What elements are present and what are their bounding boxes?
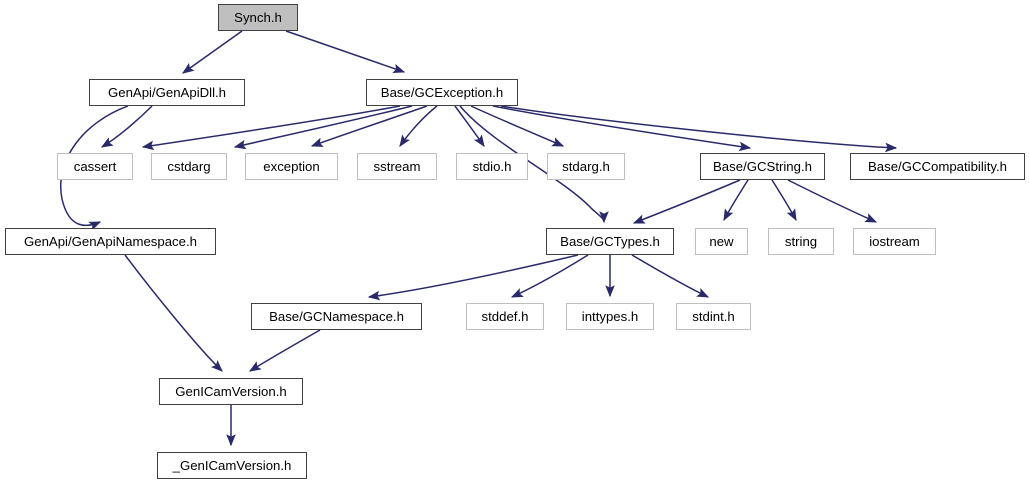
- graph-node-new[interactable]: new: [695, 228, 748, 255]
- graph-node-string[interactable]: string: [768, 228, 834, 255]
- graph-edge-gcstring-to-string: [771, 179, 797, 222]
- graph-edge-gctypes-to-stddef: [510, 254, 589, 298]
- graph-node-sstream[interactable]: sstream: [357, 153, 437, 180]
- graph-node-label: string: [784, 233, 818, 249]
- graph-edge-gcexception-to-gccompatibility: [500, 105, 898, 153]
- graph-node-label: Base/GCNamespace.h: [269, 308, 404, 324]
- graph-node-exception[interactable]: exception: [245, 153, 338, 180]
- graph-edge-gcexception-to-gcstring: [492, 105, 752, 152]
- graph-node-label: Base/GCTypes.h: [560, 233, 660, 249]
- graph-node-synch[interactable]: Synch.h: [218, 4, 298, 31]
- graph-edge-gcstring-to-new: [723, 179, 749, 222]
- graph-node-label: stdarg.h: [562, 158, 610, 174]
- graph-edge-gctypes-to-stdint: [631, 254, 710, 298]
- graph-node-stdarg[interactable]: stdarg.h: [547, 153, 625, 180]
- graph-node-genicamversion[interactable]: GenICamVersion.h: [159, 378, 303, 405]
- graph-node-label: GenApi/GenApiNamespace.h: [23, 233, 197, 249]
- graph-edge-gcexception-to-exception: [310, 105, 428, 147]
- graph-node-inttypes[interactable]: inttypes.h: [566, 303, 654, 330]
- graph-node-label: GenApi/GenApiDll.h: [107, 84, 227, 100]
- graph-node-genapinamespace[interactable]: GenApi/GenApiNamespace.h: [5, 228, 216, 255]
- graph-node-label: stddef.h: [481, 308, 529, 324]
- graph-edge-gcexception-to-stdarg: [470, 105, 565, 147]
- edges-group: [60, 30, 898, 447]
- graph-node-label: Base/GCCompatibility.h: [867, 158, 1007, 174]
- graph-node-label: GenICamVersion.h: [175, 383, 287, 399]
- graph-node-stddef[interactable]: stddef.h: [466, 303, 544, 330]
- graph-edge-gcnamespace-to-genicamversion: [248, 329, 321, 372]
- graph-node-iostream[interactable]: iostream: [853, 228, 936, 255]
- graph-edge-synch-to-gcexception: [285, 30, 406, 73]
- graph-node-gcexception[interactable]: Base/GCException.h: [366, 79, 518, 106]
- graph-edge-genapinamespace-to-genicamversion: [124, 254, 223, 372]
- graph-edge-gcstring-to-gctypes: [632, 179, 741, 224]
- graph-node-label: exception: [263, 158, 320, 174]
- graph-node-stdint[interactable]: stdint.h: [676, 303, 751, 330]
- graph-node-label: _GenICamVersion.h: [172, 457, 292, 473]
- graph-edge-gcexception-to-cstdarg: [233, 105, 413, 150]
- graph-edge-gcexception-to-cassert: [141, 105, 401, 151]
- graph-node-gctypes[interactable]: Base/GCTypes.h: [546, 228, 674, 255]
- graph-node-gccompatibility[interactable]: Base/GCCompatibility.h: [850, 153, 1025, 180]
- graph-edge-gctypes-to-gcnamespace: [367, 254, 579, 301]
- graph-node-label: cstdarg: [167, 158, 211, 174]
- graph-node-gcstring[interactable]: Base/GCString.h: [700, 153, 825, 180]
- graph-node-label: stdio.h: [472, 158, 512, 174]
- graph-edge-gcexception-to-gctypes: [459, 105, 609, 224]
- graph-node-gcnamespace[interactable]: Base/GCNamespace.h: [251, 303, 422, 330]
- graph-node-_genicamversion[interactable]: _GenICamVersion.h: [157, 452, 307, 479]
- graph-node-label: sstream: [373, 158, 421, 174]
- graph-edge-gcexception-to-stdio: [454, 105, 485, 147]
- graph-edge-gcexception-to-sstream: [399, 105, 438, 147]
- graph-edge-gcstring-to-iostream: [787, 179, 878, 223]
- graph-node-genapidll[interactable]: GenApi/GenApiDll.h: [89, 79, 245, 106]
- graph-node-label: Base/GCString.h: [713, 158, 812, 174]
- graph-node-label: stdint.h: [692, 308, 735, 324]
- graph-node-label: Synch.h: [234, 9, 282, 25]
- graph-node-cstdarg[interactable]: cstdarg: [151, 153, 227, 180]
- graph-node-label: new: [709, 233, 734, 249]
- graph-node-label: inttypes.h: [581, 308, 639, 324]
- graph-node-label: iostream: [869, 233, 920, 249]
- graph-node-label: Base/GCException.h: [380, 84, 504, 100]
- graph-edge-genapidll-to-genapinamespace: [60, 105, 129, 231]
- graph-node-label: cassert: [73, 158, 117, 174]
- graph-node-cassert[interactable]: cassert: [57, 153, 133, 180]
- graph-edge-genapidll-to-cassert: [100, 105, 153, 148]
- graph-edge-synch-to-genapidll: [182, 30, 243, 74]
- graph-node-stdio[interactable]: stdio.h: [456, 153, 528, 180]
